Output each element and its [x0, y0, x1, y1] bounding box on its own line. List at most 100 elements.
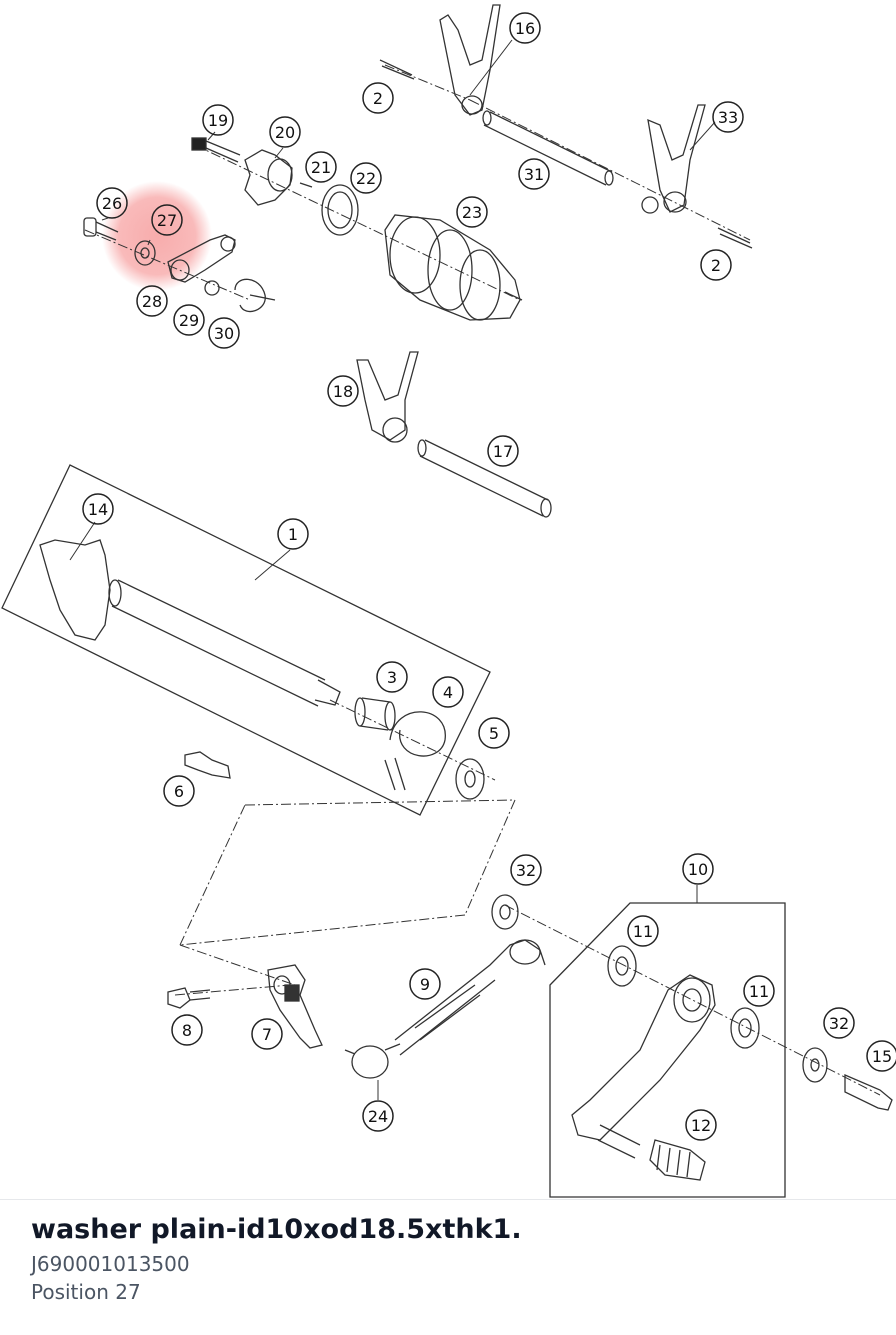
callout-circle	[685, 1109, 717, 1141]
callout-7[interactable]: 7	[251, 1018, 283, 1050]
callout-21[interactable]: 21	[305, 151, 337, 183]
part-name: washer plain-id10xod18.5xthk1.	[31, 1214, 522, 1245]
callout-17[interactable]: 17	[487, 435, 519, 467]
callout-6[interactable]: 6	[163, 775, 195, 807]
callout-circle	[456, 196, 488, 228]
callout-11[interactable]: 11	[743, 975, 775, 1007]
callout-label: 32	[516, 861, 536, 880]
part-number: J690001013500	[31, 1252, 190, 1277]
callout-12[interactable]: 12	[685, 1109, 717, 1141]
callout-32[interactable]: 32	[510, 854, 542, 886]
callout-label: 29	[179, 311, 199, 330]
callout-18[interactable]: 18	[327, 375, 359, 407]
callout-circle	[251, 1018, 283, 1050]
callout-2[interactable]: 2	[362, 82, 394, 114]
callout-10[interactable]: 10	[682, 853, 714, 885]
callout-14[interactable]: 14	[82, 493, 114, 525]
callout-label: 17	[493, 442, 513, 461]
callout-label: 11	[749, 982, 769, 1001]
callout-label: 5	[489, 724, 499, 743]
callout-circle	[376, 661, 408, 693]
callout-label: 23	[462, 203, 482, 222]
callout-label: 6	[174, 782, 184, 801]
callout-circle	[362, 82, 394, 114]
callout-label: 2	[711, 256, 721, 275]
callout-label: 14	[88, 500, 108, 519]
callout-label: 20	[275, 123, 295, 142]
callout-22[interactable]: 22	[350, 162, 382, 194]
callout-circle	[327, 375, 359, 407]
callout-label: 31	[524, 165, 544, 184]
callout-label: 1	[288, 525, 298, 544]
callout-circle	[163, 775, 195, 807]
callout-label: 3	[387, 668, 397, 687]
callout-circle	[432, 676, 464, 708]
callout-15[interactable]: 15	[866, 1040, 896, 1072]
selected-part-highlight	[102, 181, 212, 291]
callout-label: 9	[420, 975, 430, 994]
callout-label: 24	[368, 1107, 388, 1126]
callout-label: 18	[333, 382, 353, 401]
callout-31[interactable]: 31	[518, 158, 550, 190]
callout-29[interactable]: 29	[173, 304, 205, 336]
callout-circle	[743, 975, 775, 1007]
callout-24[interactable]: 24	[362, 1100, 394, 1132]
callout-label: 8	[182, 1021, 192, 1040]
callout-circle	[712, 101, 744, 133]
callout-2[interactable]: 2	[700, 249, 732, 281]
callout-label: 22	[356, 169, 376, 188]
callout-circle	[173, 304, 205, 336]
callout-label: 12	[691, 1116, 711, 1135]
callout-circle	[171, 1014, 203, 1046]
callout-circle	[96, 187, 128, 219]
callout-label: 30	[214, 324, 234, 343]
callout-28[interactable]: 28	[136, 285, 168, 317]
callout-3[interactable]: 3	[376, 661, 408, 693]
callout-32[interactable]: 32	[823, 1007, 855, 1039]
callout-circle	[202, 104, 234, 136]
callout-9[interactable]: 9	[409, 968, 441, 1000]
callout-27[interactable]: 27	[151, 204, 183, 236]
callout-circle	[305, 151, 337, 183]
callout-26[interactable]: 26	[96, 187, 128, 219]
callout-label: 7	[262, 1025, 272, 1044]
callout-label: 28	[142, 292, 162, 311]
callout-circle	[277, 518, 309, 550]
callout-label: 26	[102, 194, 122, 213]
exploded-parts-diagram: 1623319202122312627232282930181714134563…	[1, 4, 896, 1198]
callout-label: 10	[688, 860, 708, 879]
callout-circle	[509, 12, 541, 44]
callout-23[interactable]: 23	[456, 196, 488, 228]
callout-circle	[136, 285, 168, 317]
callout-33[interactable]: 33	[712, 101, 744, 133]
callout-1[interactable]: 1	[277, 518, 309, 550]
callout-label: 16	[515, 19, 535, 38]
callout-label: 2	[373, 89, 383, 108]
callout-8[interactable]: 8	[171, 1014, 203, 1046]
callout-11[interactable]: 11	[627, 915, 659, 947]
callout-16[interactable]: 16	[509, 12, 541, 44]
callout-20[interactable]: 20	[269, 116, 301, 148]
callout-label: 27	[157, 211, 177, 230]
callout-circle	[362, 1100, 394, 1132]
callout-label: 33	[718, 108, 738, 127]
callout-19[interactable]: 19	[202, 104, 234, 136]
callout-circle	[627, 915, 659, 947]
callout-label: 21	[311, 158, 331, 177]
callout-circle	[682, 853, 714, 885]
divider	[0, 1199, 896, 1200]
callout-circle	[409, 968, 441, 1000]
callout-label: 4	[443, 683, 453, 702]
callout-circle	[350, 162, 382, 194]
callout-circle	[823, 1007, 855, 1039]
callout-circle	[510, 854, 542, 886]
callout-4[interactable]: 4	[432, 676, 464, 708]
callout-5[interactable]: 5	[478, 717, 510, 749]
callout-label: 15	[872, 1047, 892, 1066]
callout-circle	[269, 116, 301, 148]
callout-label: 19	[208, 111, 228, 130]
part-info-panel: washer plain-id10xod18.5xthk1. J69000101…	[31, 1214, 522, 1306]
callout-30[interactable]: 30	[208, 317, 240, 349]
callout-label: 11	[633, 922, 653, 941]
